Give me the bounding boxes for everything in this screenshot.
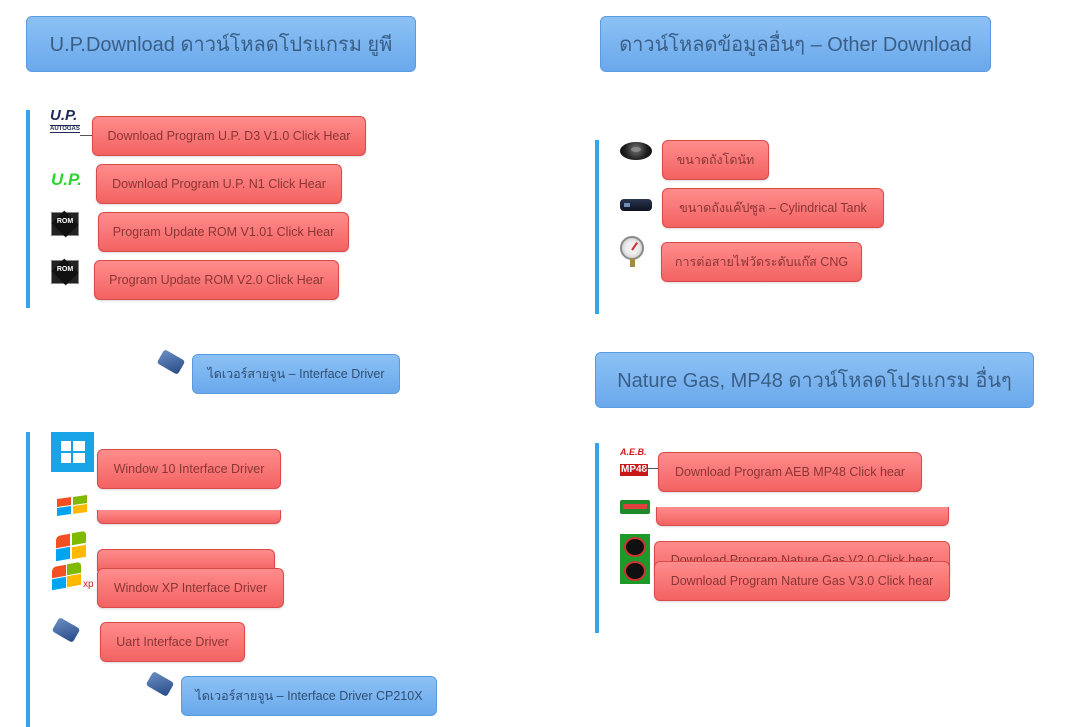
window-7-driver-button-partial[interactable] [97, 510, 281, 524]
donut-tank-size-label: ขนาดถังโดนัท [676, 153, 755, 167]
nature-gas-header-text: Nature Gas, MP48 ดาวน์โหลดโปรแกรม อื่นๆ [617, 370, 1012, 392]
windows-vista-driver-button-partial[interactable] [97, 549, 275, 571]
download-up-d3-button[interactable]: Download Program U.P. D3 V1.0 Click Hear [92, 116, 366, 156]
cylindrical-tank-icon [620, 196, 652, 214]
nature-gas-logo-icon [620, 534, 650, 584]
up-autogas-logo-sub: AUTOGAS [50, 125, 80, 133]
interface-driver-label: ไดเวอร์สายจูน – Interface Driver [207, 367, 385, 381]
update-rom-v101-button[interactable]: Program Update ROM V1.01 Click Hear [98, 212, 349, 252]
download-up-n1-label: Download Program U.P. N1 Click Hear [112, 177, 326, 191]
window-xp-driver-button[interactable]: Window XP Interface Driver [97, 568, 284, 608]
rom-chip-icon: ROM [51, 210, 79, 238]
window-10-driver-label: Window 10 Interface Driver [113, 462, 265, 476]
up-download-header: U.P.Download ดาวน์โหลดโปรแกรม ยูพี [26, 16, 416, 72]
windows-7-icon [57, 495, 89, 516]
other-download-header-text: ดาวน์โหลดข้อมูลอื่นๆ – Other Download [619, 34, 972, 56]
windows-10-icon [51, 432, 94, 472]
download-nature-gas-v30-button[interactable]: Download Program Nature Gas V3.0 Click h… [654, 561, 950, 601]
cp210x-cable-icon [145, 671, 176, 698]
windows-xp-flag-icon [56, 530, 88, 562]
nature-section-bar [595, 443, 599, 633]
cng-wiring-button[interactable]: การต่อสายไฟวัดระดับแก๊ส CNG [661, 242, 862, 282]
xp-label: xp [83, 579, 94, 590]
up-download-header-text: U.P.Download ดาวน์โหลดโปรแกรม ยูพี [49, 34, 393, 56]
gas-gauge-icon [620, 236, 646, 268]
download-aeb-mp48-label: Download Program AEB MP48 Click hear [675, 465, 905, 479]
cylindrical-tank-size-button[interactable]: ขนาดถังแค๊ปซูล – Cylindrical Tank [662, 188, 884, 228]
interface-driver-cp210x-button[interactable]: ไดเวอร์สายจูน – Interface Driver CP210X [181, 676, 437, 716]
rom-chip-icon-2: ROM [51, 258, 79, 286]
download-up-n1-button[interactable]: Download Program U.P. N1 Click Hear [96, 164, 342, 204]
download-aeb-mp48-button[interactable]: Download Program AEB MP48 Click hear [658, 452, 922, 492]
up-section-bar [26, 110, 30, 308]
nature-gas-header: Nature Gas, MP48 ดาวน์โหลดโปรแกรม อื่นๆ [595, 352, 1034, 408]
update-rom-v20-label: Program Update ROM V2.0 Click Hear [109, 273, 324, 287]
aeb-logo-top: A.E.B. [620, 447, 647, 457]
download-nature-gas-v30-label: Download Program Nature Gas V3.0 Click h… [670, 574, 934, 588]
cng-wiring-label: การต่อสายไฟวัดระดับแก๊ส CNG [674, 255, 849, 269]
nature-gas-small-logo-icon [620, 500, 650, 514]
donut-tank-icon [620, 140, 652, 164]
up-logo-connector [80, 135, 94, 136]
download-up-d3-label: Download Program U.P. D3 V1.0 Click Hear [107, 129, 351, 143]
other-download-header: ดาวน์โหลดข้อมูลอื่นๆ – Other Download [600, 16, 991, 72]
up-n1-logo-icon: U.P. [51, 170, 91, 192]
uart-driver-label: Uart Interface Driver [116, 635, 229, 649]
rom-chip-label-2: ROM [56, 266, 74, 273]
windows-xp-icon: xp [52, 561, 96, 592]
uart-driver-button[interactable]: Uart Interface Driver [100, 622, 245, 662]
aeb-mp48-logo-icon: A.E.B. MP48 [620, 447, 652, 476]
cylindrical-tank-size-label: ขนาดถังแค๊ปซูล – Cylindrical Tank [679, 201, 867, 215]
up-n1-logo-text: U.P. [51, 170, 82, 189]
up-autogas-logo-icon: U.P. AUTOGAS [50, 108, 92, 140]
update-rom-v101-label: Program Update ROM V1.01 Click Hear [112, 225, 335, 239]
rom-chip-label: ROM [56, 218, 74, 225]
interface-driver-cp210x-label: ไดเวอร์สายจูน – Interface Driver CP210X [195, 689, 423, 703]
window-10-driver-button[interactable]: Window 10 Interface Driver [97, 449, 281, 489]
donut-tank-size-button[interactable]: ขนาดถังโดนัท [662, 140, 769, 180]
update-rom-v20-button[interactable]: Program Update ROM V2.0 Click Hear [94, 260, 339, 300]
driver-section-bar [26, 432, 30, 727]
window-xp-driver-label: Window XP Interface Driver [113, 581, 268, 595]
aeb-logo-bottom: MP48 [620, 464, 649, 476]
usb-cable-icon [156, 349, 187, 376]
nature-gas-button-partial[interactable] [656, 507, 949, 526]
aeb-logo-connector [645, 468, 659, 469]
up-autogas-logo-text: U.P. [50, 107, 78, 124]
interface-driver-button[interactable]: ไดเวอร์สายจูน – Interface Driver [192, 354, 400, 394]
other-section-bar [595, 140, 599, 314]
uart-cable-icon [51, 617, 84, 644]
